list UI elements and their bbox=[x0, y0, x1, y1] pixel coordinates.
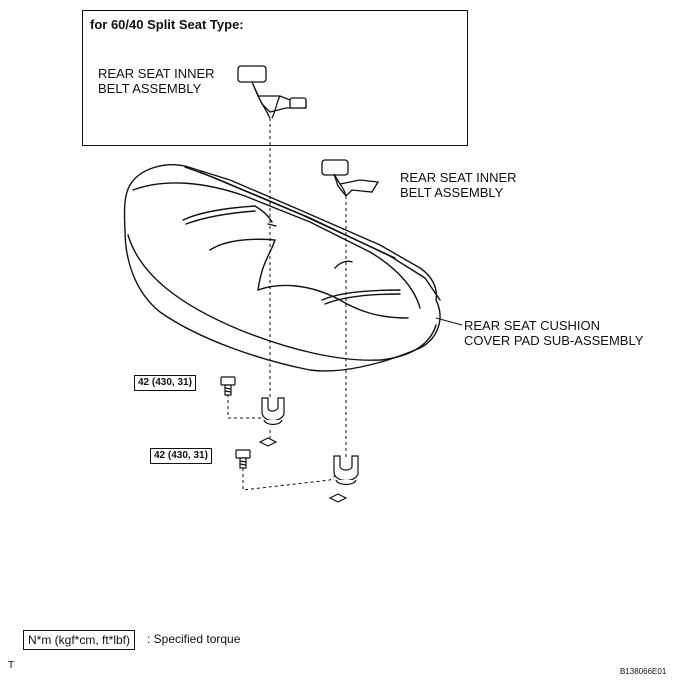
cushion-label-line2: COVER PAD SUB-ASSEMBLY bbox=[464, 333, 644, 348]
cushion-seam-1 bbox=[209, 238, 276, 291]
inset-title: for 60/40 Split Seat Type: bbox=[90, 17, 244, 32]
main-belt-label-line2: BELT ASSEMBLY bbox=[400, 185, 504, 200]
bracket-upper-icon bbox=[258, 397, 285, 447]
cushion-outline bbox=[123, 164, 441, 372]
cushion-top-edge bbox=[132, 182, 421, 309]
torque-spec-lower: 42 (430, 31) bbox=[150, 448, 212, 464]
inset-buckle-icon bbox=[237, 65, 307, 119]
inset-frame bbox=[82, 10, 468, 146]
cushion-groove-2 bbox=[321, 289, 401, 301]
main-buckle-icon bbox=[321, 159, 380, 197]
inset-belt-label-line1: REAR SEAT INNER bbox=[98, 66, 215, 81]
cushion-back-lip bbox=[184, 166, 441, 301]
cushion-label-line1: REAR SEAT CUSHION bbox=[464, 318, 601, 333]
legend-torque-box: N*m (kgf*cm, ft*lbf) bbox=[23, 630, 136, 650]
inset-belt-label-line2: BELT ASSEMBLY bbox=[98, 81, 202, 96]
bracket-lower-icon bbox=[328, 455, 359, 503]
bolt-upper-icon bbox=[220, 376, 236, 396]
bolt-lower-icon bbox=[235, 449, 251, 469]
legend-torque-text: : Specified torque bbox=[147, 632, 241, 646]
main-belt-label-line1: REAR SEAT INNER bbox=[400, 170, 517, 185]
torque-spec-upper: 42 (430, 31) bbox=[134, 375, 196, 391]
cushion-slot bbox=[334, 260, 353, 269]
figure-code: B138066E01 bbox=[620, 667, 667, 676]
corner-mark: T bbox=[8, 660, 15, 671]
cushion-groove-1 bbox=[182, 205, 273, 223]
